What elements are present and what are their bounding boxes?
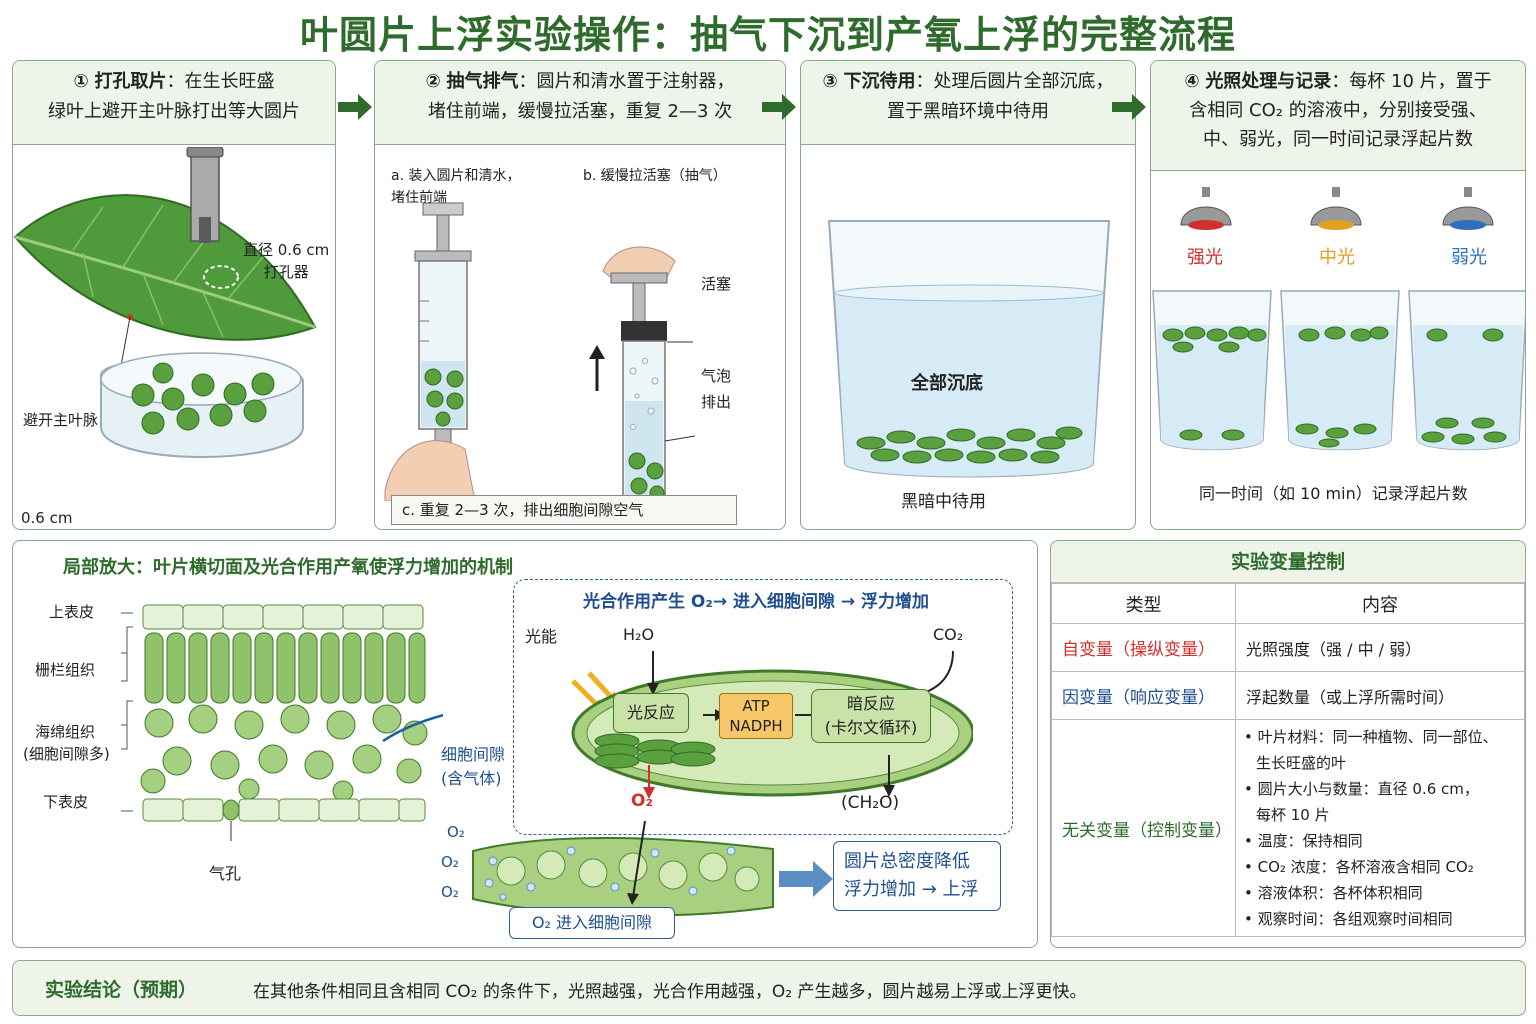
step3-panel: ③ 下沉待用：处理后圆片全部沉底， 置于黑暗环境中待用 全部沉底 黑暗中待用 <box>800 60 1136 530</box>
step4-num: ④ <box>1184 71 1200 92</box>
o2-bubble-2: O₂ <box>441 853 459 871</box>
step2-name: 抽气排气 <box>446 71 519 92</box>
step1-text: ：在生长旺盛 <box>166 71 275 92</box>
controlled-item: 叶片材料：同一种植物、同一部位、 <box>1257 728 1498 746</box>
step2-b-label: b. 缓慢拉活塞（抽气） <box>583 168 727 184</box>
step2-c-label: c. 重复 2—3 次，排出细胞间隙空气 <box>391 495 737 525</box>
vein-label: 避开主叶脉 <box>23 411 99 429</box>
controlled-item: CO₂ 浓度：各杯溶液含相同 CO₂ <box>1257 858 1474 876</box>
layer-palisade: 栅栏组织 <box>35 661 96 679</box>
conclusion-text: 在其他条件相同且含相同 CO₂ 的条件下，光照越强，光合作用越强，O₂ 产生越多… <box>253 982 1087 1002</box>
flow-arrow-1 <box>338 94 372 120</box>
step1-num: ① <box>73 71 89 92</box>
col-content: 内容 <box>1235 583 1525 624</box>
step4-name: 光照处理与记录 <box>1205 71 1332 92</box>
light-energy-label: 光能 <box>525 627 558 646</box>
o2-bubble-3: O₂ <box>441 883 459 901</box>
syringe-illustration <box>384 202 696 501</box>
mechanism-title: 局部放大：叶片横切面及光合作用产氧使浮力增加的机制 <box>63 557 513 578</box>
o2-diffusion <box>472 821 833 917</box>
leaf-punch-illustration <box>13 147 317 458</box>
conclusion-bar: 实验结论（预期） 在其他条件相同且含相同 CO₂ 的条件下，光照越强，光合作用越… <box>12 960 1526 1016</box>
step2-header: ② 抽气排气：圆片和清水置于注射器， 堵住前端，缓慢拉活塞，重复 2—3 次 <box>375 61 785 145</box>
layer-lower-epidermis: 下表皮 <box>43 793 89 811</box>
controlled-item: 每杯 10 片 <box>1256 806 1330 824</box>
col-type: 类型 <box>1051 583 1236 624</box>
step2-text2: 堵住前端，缓慢拉活塞，重复 2—3 次 <box>427 101 733 122</box>
layer-spongy: 海绵组织 <box>35 723 96 741</box>
controlled-item: 温度：保持相同 <box>1257 832 1363 850</box>
lamps <box>1180 187 1494 230</box>
flow-arrow-2 <box>762 94 796 120</box>
independent-type: 自变量（操纵变量） <box>1051 623 1236 672</box>
inset-title: 光合作用产生 O₂→ 进入细胞间隙 → 浮力增加 <box>583 592 930 612</box>
step3-header: ③ 下沉待用：处理后圆片全部沉底， 置于黑暗环境中待用 <box>801 61 1135 145</box>
scale-label: 0.6 cm <box>21 509 73 527</box>
mechanism-panel: 局部放大：叶片横切面及光合作用产氧使浮力增加的机制 上表皮 栅栏组织 海绵组织 … <box>12 540 1038 948</box>
step3-name: 下沉待用 <box>843 71 916 92</box>
beakers-light <box>1152 290 1525 451</box>
step2-text: ：圆片和清水置于注射器， <box>518 71 735 92</box>
h2o-label: H₂O <box>623 625 655 644</box>
ch2o-label: (CH₂O) <box>841 793 900 813</box>
stoma-label: 气孔 <box>209 864 242 883</box>
step4-text: ：每杯 10 片，置于 <box>1331 71 1492 92</box>
bubble-label: 气泡排出 <box>701 367 732 411</box>
plunger-label: 活塞 <box>701 275 732 293</box>
step1-header: ① 打孔取片：在生长旺盛 绿叶上避开主叶脉打出等大圆片 <box>13 61 335 145</box>
light-strong-label: 强光 <box>1187 247 1223 268</box>
o2-enter-box: O₂ 进入细胞间隙 <box>509 907 675 939</box>
layer-upper-epidermis: 上表皮 <box>49 603 95 621</box>
light-reaction-box: 光反应 <box>613 693 689 733</box>
dark-label: 黑暗中待用 <box>901 492 986 512</box>
conclusion-label: 实验结论（预期） <box>45 979 198 1001</box>
variables-title: 实验变量控制 <box>1051 541 1525 583</box>
beaker-dark <box>827 220 1111 478</box>
leaf-cross-section <box>121 604 443 841</box>
result-box: 圆片总密度降低浮力增加 → 上浮 <box>833 841 1001 911</box>
dependent-type: 因变量（响应变量） <box>1051 671 1236 720</box>
inset-box <box>513 579 1013 835</box>
record-label: 同一时间（如 10 min）记录浮起片数 <box>1199 484 1468 503</box>
dark-reaction-box: 暗反应(卡尔文循环) <box>811 689 931 743</box>
controlled-item: 圆片大小与数量：直径 0.6 cm， <box>1257 780 1479 798</box>
step3-num: ③ <box>822 71 838 92</box>
step3-text: ：处理后圆片全部沉底， <box>915 71 1114 92</box>
controlled-item: 生长旺盛的叶 <box>1256 754 1347 772</box>
variables-table: 类型内容 自变量（操纵变量）光照强度（强 / 中 / 弱） 因变量（响应变量）浮… <box>1051 583 1525 937</box>
controlled-item: 溶液体积：各杯体积相同 <box>1257 884 1423 902</box>
light-weak-label: 弱光 <box>1451 247 1487 268</box>
controlled-list: • 叶片材料：同一种植物、同一部位、 生长旺盛的叶 • 圆片大小与数量：直径 0… <box>1235 719 1525 937</box>
step1-name: 打孔取片 <box>94 71 167 92</box>
variables-panel: 实验变量控制 类型内容 自变量（操纵变量）光照强度（强 / 中 / 弱） 因变量… <box>1050 540 1526 948</box>
independent-content: 光照强度（强 / 中 / 弱） <box>1235 623 1525 672</box>
controlled-type: 无关变量（控制变量） <box>1051 719 1236 937</box>
light-medium-label: 中光 <box>1319 247 1355 268</box>
step2-panel: ② 抽气排气：圆片和清水置于注射器， 堵住前端，缓慢拉活塞，重复 2—3 次 a… <box>374 60 786 530</box>
step1-text2: 绿叶上避开主叶脉打出等大圆片 <box>48 101 300 122</box>
step4-text2: 含相同 CO₂ 的溶液中，分别接受强、 <box>1189 100 1487 121</box>
o2-bubble-1: O₂ <box>447 823 465 841</box>
dependent-content: 浮起数量（或上浮所需时间） <box>1235 671 1525 720</box>
step4-panel: ④ 光照处理与记录：每杯 10 片，置于 含相同 CO₂ 的溶液中，分别接受强、… <box>1150 60 1526 530</box>
controlled-item: 观察时间：各组观察时间相同 <box>1257 910 1453 928</box>
page-title: 叶圆片上浮实验操作：抽气下沉到产氧上浮的完整流程 <box>299 13 1236 57</box>
layer-spongy-note: (细胞间隙多) <box>23 745 110 763</box>
step4-header: ④ 光照处理与记录：每杯 10 片，置于 含相同 CO₂ 的溶液中，分别接受强、… <box>1151 61 1525 171</box>
step2-num: ② <box>425 71 441 92</box>
flow-arrow-3 <box>1112 94 1146 120</box>
step3-text2: 置于黑暗环境中待用 <box>887 101 1049 122</box>
co2-label: CO₂ <box>933 625 964 644</box>
gap-label: 细胞间隙(含气体) <box>441 745 506 788</box>
step2-a-label: a. 装入圆片和清水，堵住前端 <box>391 168 521 206</box>
sink-label: 全部沉底 <box>911 373 983 394</box>
step4-text3: 中、弱光，同一时间记录浮起片数 <box>1203 129 1473 150</box>
o2-label: O₂ <box>631 791 653 811</box>
